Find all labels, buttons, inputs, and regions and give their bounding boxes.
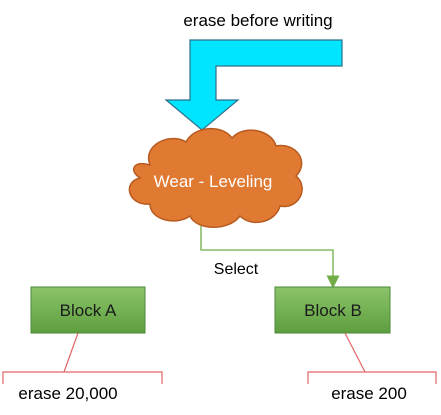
- block-b: Block B: [274, 286, 391, 334]
- block-b-callout-text: erase 200: [331, 384, 407, 403]
- block-a-callout: erase 20,000: [2, 332, 163, 403]
- block-a-label: Block A: [60, 301, 117, 320]
- select-connector: [200, 226, 340, 289]
- block-a-callout-text: erase 20,000: [18, 384, 117, 403]
- block-b-label: Block B: [304, 301, 362, 320]
- block-b-callout: erase 200: [307, 332, 437, 403]
- cloud-label: Wear - Leveling: [154, 172, 273, 191]
- input-arrow: [164, 39, 343, 131]
- top-label: erase before writing: [183, 11, 332, 30]
- block-a: Block A: [30, 286, 146, 334]
- select-label: Select: [214, 261, 259, 278]
- wear-leveling-cloud: Wear - Leveling: [128, 128, 303, 228]
